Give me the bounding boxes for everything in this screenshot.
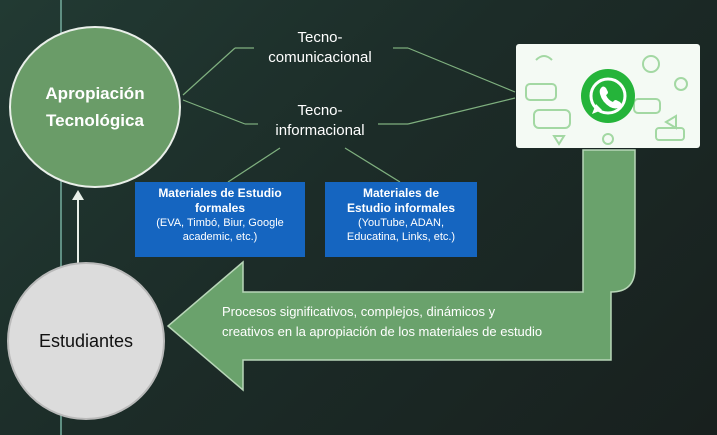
informal-detail1: (YouTube, ADAN, xyxy=(357,217,444,229)
tecno-inf-line1: Tecno- xyxy=(297,102,343,119)
apropiacion-line2: Tecnológica xyxy=(46,111,144,130)
connector-line xyxy=(407,47,516,93)
connector-line xyxy=(344,147,401,183)
apropiacion-line1: Apropiación xyxy=(45,84,145,103)
estudiantes-node: Estudiantes xyxy=(7,262,165,420)
informal-title1: Materiales de xyxy=(362,186,440,200)
connector-line xyxy=(227,147,281,183)
informal-title2: Estudio informales xyxy=(346,201,456,215)
tecno-comunicacional-label: Tecno- comunicacional xyxy=(240,28,400,68)
tecno-com-line1: Tecno- xyxy=(297,29,343,46)
informal-materials-box: Materiales de Estudio informales (YouTub… xyxy=(325,182,477,257)
formal-detail1: (EVA, Timbó, Biur, Google xyxy=(156,217,284,229)
tecno-inf-line2: informacional xyxy=(275,122,365,139)
connector-line xyxy=(182,99,246,125)
connector-line xyxy=(182,47,236,96)
informal-detail2: Educatina, Links, etc.) xyxy=(346,231,456,243)
whatsapp-card xyxy=(516,44,700,148)
process-text: Procesos significativos, complejos, diná… xyxy=(222,302,617,342)
estudiantes-label: Estudiantes xyxy=(38,330,134,351)
apropiacion-node: Apropiación Tecnológica xyxy=(9,26,181,188)
left-vertical-line xyxy=(60,0,62,435)
process-line1: Procesos significativos, complejos, diná… xyxy=(222,304,496,319)
process-arrow xyxy=(166,149,636,392)
formal-title1: Materiales de Estudio xyxy=(158,186,282,200)
formal-materials-box: Materiales de Estudio formales (EVA, Tim… xyxy=(135,182,305,257)
formal-detail2: academic, etc.) xyxy=(182,231,258,243)
connector-line xyxy=(407,97,516,125)
whatsapp-icon xyxy=(581,69,635,123)
tecno-com-line2: comunicacional xyxy=(268,49,372,66)
tecno-informacional-label: Tecno- informacional xyxy=(240,101,400,141)
whatsapp-pattern xyxy=(525,55,688,146)
up-arrow-head xyxy=(72,190,84,200)
formal-title2: formales xyxy=(194,201,246,215)
process-line2: creativos en la apropiación de los mater… xyxy=(222,324,543,339)
